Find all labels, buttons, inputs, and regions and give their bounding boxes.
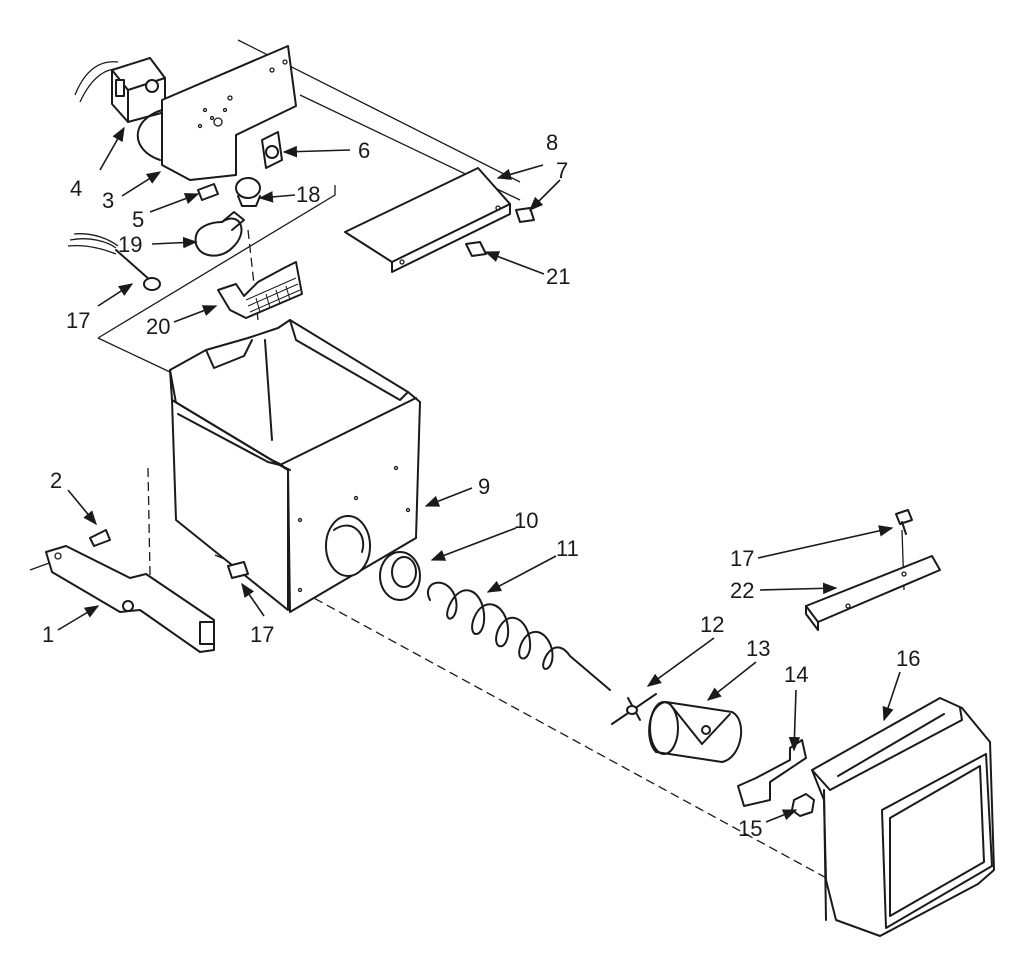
callout-7: 7 bbox=[556, 158, 568, 183]
screw-17-left bbox=[227, 561, 249, 579]
auger-spring bbox=[427, 581, 611, 691]
callout-17-upper: 17 bbox=[730, 546, 754, 571]
assembly-guide-lines bbox=[29, 39, 905, 881]
callout-20: 19 bbox=[118, 232, 142, 257]
screw-5 bbox=[197, 183, 219, 201]
callout-22: 21 bbox=[546, 264, 570, 289]
callout-1: 1 bbox=[42, 622, 54, 647]
trim-strip bbox=[805, 555, 941, 631]
light-bulb bbox=[194, 211, 245, 257]
motor bbox=[74, 57, 166, 123]
callout-15: 15 bbox=[738, 816, 762, 841]
callout-23: 22 bbox=[730, 578, 754, 603]
cover-plate bbox=[344, 167, 511, 273]
callout-14: 14 bbox=[784, 662, 808, 687]
callout-5: 5 bbox=[132, 207, 144, 232]
callout-21: 20 bbox=[146, 314, 170, 339]
callout-9: 9 bbox=[478, 474, 490, 499]
callout-10: 10 bbox=[514, 508, 538, 533]
callout-13: 13 bbox=[746, 636, 770, 661]
callout-17-left: 17 bbox=[250, 622, 274, 647]
coupler bbox=[611, 693, 657, 725]
motor-bracket bbox=[136, 45, 297, 181]
screw-2 bbox=[89, 529, 111, 547]
ice-bin bbox=[169, 319, 421, 613]
drive-bracket bbox=[737, 739, 807, 807]
mounting-rail bbox=[45, 545, 215, 653]
screw-7 bbox=[515, 207, 535, 223]
nut bbox=[791, 793, 815, 817]
callout-4: 4 bbox=[70, 176, 82, 201]
light-shield bbox=[217, 261, 303, 319]
callout-12: 12 bbox=[700, 612, 724, 637]
callout-18: 17 bbox=[66, 308, 90, 333]
callout-2: 2 bbox=[50, 468, 62, 493]
callout-labels: 4 3 5 6 8 7 18 19 17 20 21 9 10 11 2 1 1… bbox=[42, 130, 920, 841]
callout-11: 11 bbox=[556, 536, 579, 561]
bushing bbox=[379, 551, 421, 601]
callout-19: 18 bbox=[296, 182, 320, 207]
front-housing bbox=[811, 697, 995, 937]
wiring-harness bbox=[67, 233, 161, 291]
callout-6: 6 bbox=[358, 138, 370, 163]
switch-clip bbox=[261, 131, 283, 169]
callout-leaders bbox=[57, 126, 901, 823]
screw-17-right bbox=[895, 509, 913, 535]
callout-16: 16 bbox=[896, 646, 920, 671]
lamp-socket bbox=[235, 177, 261, 207]
auger-drum bbox=[648, 701, 742, 763]
callout-8: 8 bbox=[546, 130, 558, 155]
screw-22 bbox=[465, 241, 487, 257]
callout-3: 3 bbox=[102, 188, 114, 213]
